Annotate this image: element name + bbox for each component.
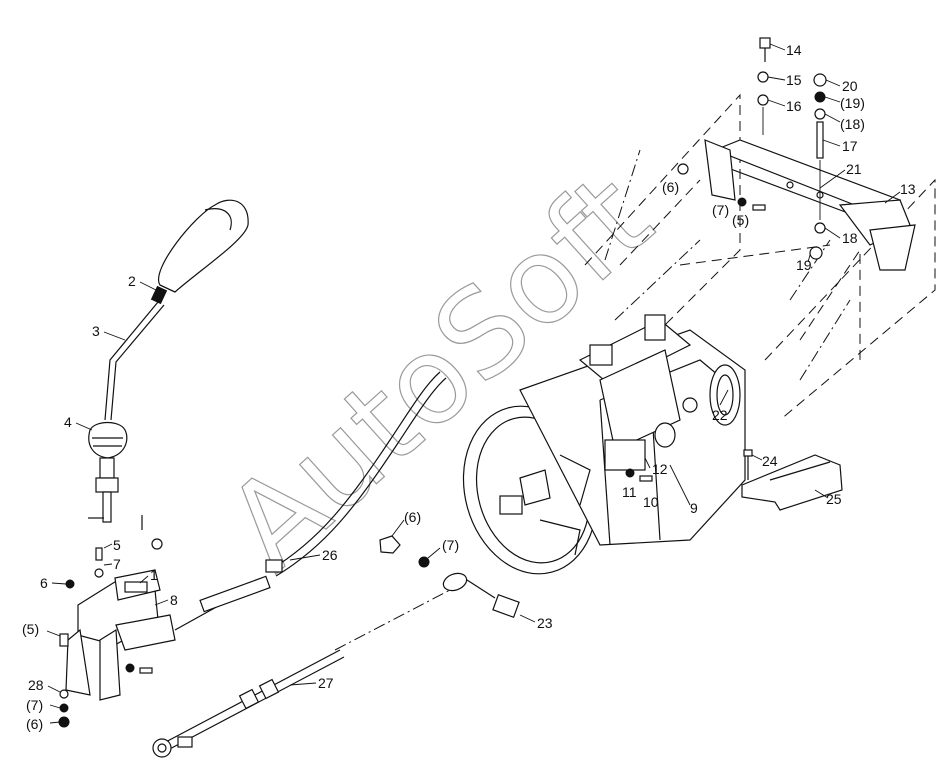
label-6-paren-c: (6) — [26, 716, 43, 732]
label-11: 11 — [622, 484, 637, 500]
label-13: 13 — [900, 181, 916, 197]
label-27: 27 — [318, 675, 334, 691]
bolts-10-11 — [625, 468, 653, 482]
label-26: 26 — [322, 547, 338, 563]
label-7-paren-a: (7) — [712, 202, 729, 218]
label-7: 7 — [113, 556, 121, 572]
bracket-25 — [741, 449, 843, 511]
label-5-paren-b: (5) — [22, 621, 39, 637]
link-rod-27 — [152, 589, 451, 758]
lever-bracket — [58, 547, 176, 728]
label-10: 10 — [643, 494, 659, 510]
label-8: 8 — [170, 592, 178, 608]
label-28: 28 — [28, 677, 44, 693]
label-24: 24 — [762, 453, 778, 469]
label-23: 23 — [537, 615, 553, 631]
label-16: 16 — [786, 98, 802, 114]
label-6-paren-a: (6) — [662, 179, 679, 195]
cross-member — [704, 139, 916, 271]
label-7-paren-c: (7) — [26, 697, 43, 713]
shift-lever — [88, 199, 249, 550]
label-18: 18 — [842, 230, 858, 246]
label-22: 22 — [712, 407, 728, 423]
label-6: 6 — [40, 575, 48, 591]
label-3: 3 — [92, 323, 100, 339]
label-5-paren-a: (5) — [732, 212, 749, 228]
transmission — [462, 314, 746, 575]
label-21: 21 — [846, 161, 862, 177]
label-20: 20 — [842, 78, 858, 94]
label-19-paren: (19) — [840, 95, 865, 111]
label-9: 9 — [690, 500, 698, 516]
joint-parts — [379, 535, 520, 619]
label-5: 5 — [113, 537, 121, 553]
label-1: 1 — [150, 567, 158, 583]
label-6-paren-b: (6) — [404, 509, 421, 525]
label-14: 14 — [786, 42, 802, 58]
label-4: 4 — [64, 414, 72, 430]
part-labels: 14 15 16 20 (19) (18) 17 21 13 (6) (7) (… — [22, 42, 916, 732]
label-2: 2 — [128, 273, 136, 289]
label-12: 12 — [652, 461, 668, 477]
label-7-paren-b: (7) — [442, 537, 459, 553]
shift-rod-26 — [174, 371, 447, 631]
leader-lines — [46, 43, 901, 724]
label-18-paren: (18) — [840, 116, 865, 132]
label-17: 17 — [842, 138, 858, 154]
label-25: 25 — [826, 491, 842, 507]
label-15: 15 — [786, 72, 802, 88]
label-19: 19 — [796, 257, 812, 273]
